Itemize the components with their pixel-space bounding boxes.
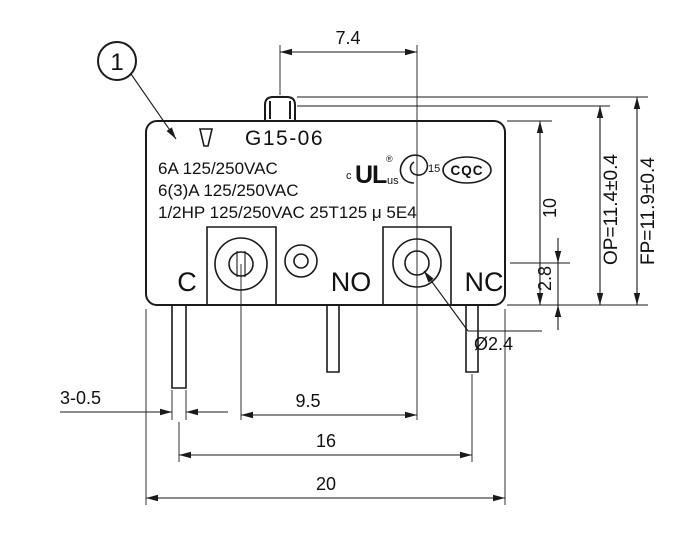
label-terminal-nc: NC: [465, 267, 504, 297]
balloon-number: 1: [110, 49, 123, 76]
terminal-no-hole-outer: [285, 245, 317, 277]
dim-pitch-inner: 9.5: [241, 264, 417, 420]
mold-mark: [200, 129, 212, 146]
pin-middle: [327, 305, 339, 372]
body-outline: [146, 121, 505, 305]
cqc-mark: CQC: [443, 157, 491, 183]
certification-marks: c UL ® us 15 CQC: [346, 154, 491, 189]
terminals: C NO NC: [177, 227, 504, 305]
dim-pitch-outer-value: 16: [316, 431, 336, 451]
rating-line-2: 6(3)A 125/250VAC: [158, 181, 299, 200]
switch-body: G15-06 6A 125/250VAC 6(3)A 125/250VAC 1/…: [146, 97, 505, 305]
dim-total-width: 20: [146, 309, 505, 505]
ul-registered-symbol: ®: [386, 154, 393, 164]
dim-hole-diameter-value: Ø2.4: [474, 334, 513, 354]
dim-pitch-inner-value: 9.5: [295, 391, 320, 411]
dim-terminal-height-value: 2.8: [535, 266, 555, 291]
dim-top-offset-value: 7.4: [335, 28, 360, 48]
enec-mark: 15: [400, 155, 440, 183]
enec-swirl-icon: [400, 155, 427, 183]
ul-suffix-us: us: [387, 175, 399, 187]
dim-total-width-value: 20: [316, 474, 336, 494]
terminal-normally-open: [285, 245, 317, 277]
leader-line: [424, 271, 468, 331]
terminal-common: [207, 227, 276, 305]
dim-pin-width-value: 3-0.5: [60, 388, 101, 408]
balloon-circle: [98, 42, 136, 80]
model-number: G15-06: [245, 127, 324, 150]
label-terminal-c: C: [177, 267, 197, 297]
dim-op-value: OP=11.4±0.4: [601, 154, 622, 265]
dim-body-height-value: 10: [540, 198, 560, 218]
balloon-leader-line: [131, 74, 176, 139]
terminal-c-pad: [207, 227, 276, 305]
ul-prefix-c: c: [346, 170, 352, 182]
pin-right: [466, 305, 478, 372]
label-terminal-no: NO: [331, 267, 372, 297]
solder-pins: [172, 305, 478, 388]
rating-line-1: 6A 125/250VAC: [158, 159, 278, 178]
pin-left: [172, 305, 186, 388]
balloon-callout: 1: [98, 42, 176, 139]
dims-right-side: 10 2.8 OP=11.4±0.4 FP=11.9±0.4: [297, 97, 659, 330]
dim-pitch-outer: 16: [179, 374, 472, 462]
ul-letters: UL: [355, 161, 387, 189]
ul-recognized-mark: c UL ® us: [346, 154, 399, 189]
dim-fp-value: FP=11.9±0.4: [638, 157, 659, 265]
enec-number: 15: [428, 163, 440, 175]
cqc-oval: [443, 157, 491, 183]
rating-line-3: 1/2HP 125/250VAC 25T125 μ 5E4: [158, 203, 417, 222]
plunger: [265, 97, 295, 121]
cqc-text: CQC: [451, 163, 484, 178]
terminal-no-hole-inner: [294, 254, 308, 268]
dim-top-offset: 7.4: [280, 28, 417, 420]
dim-pin-width: 3-0.5: [60, 388, 228, 420]
